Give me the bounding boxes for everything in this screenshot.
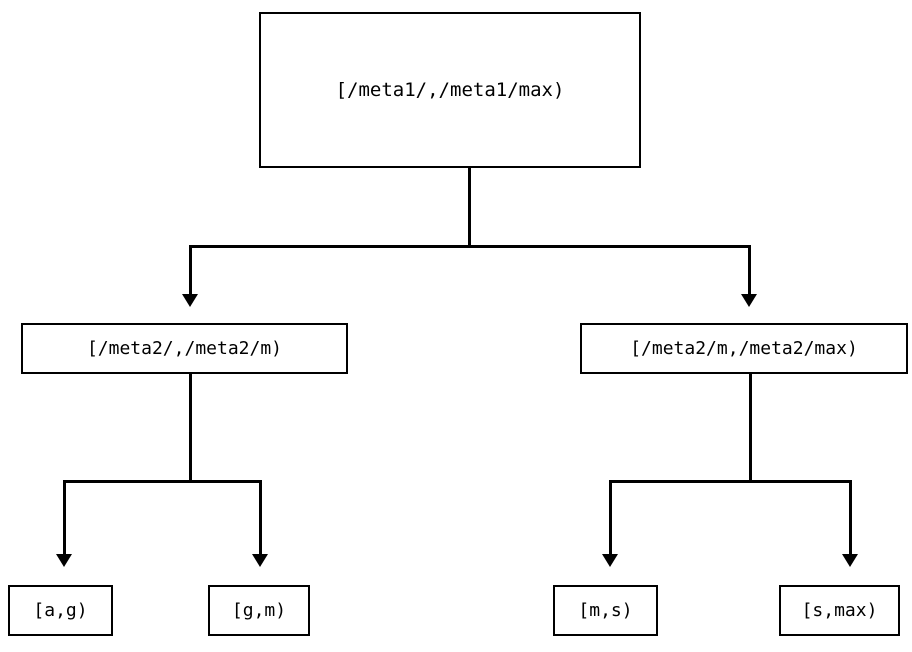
edge-root-trunk <box>468 168 471 248</box>
node-root-label: [/meta1/,/meta1/max) <box>335 78 565 101</box>
node-leaf-gm-label: [g,m) <box>231 599 287 621</box>
arrowhead-root-to-meta2-high <box>741 294 757 307</box>
edge-meta2-high-to-leaf-smax-drop <box>849 480 852 555</box>
arrowhead-root-to-meta2-low <box>182 294 198 307</box>
edge-meta2-high-trunk <box>749 374 752 483</box>
node-leaf-smax[interactable]: [s,max) <box>779 585 900 636</box>
edge-meta2-low-to-leaf-gm-drop <box>259 480 262 555</box>
edge-meta2-high-to-leaf-ms-drop <box>609 480 612 555</box>
node-leaf-ag-label: [a,g) <box>33 599 88 621</box>
edge-meta2-low-to-leaf-ag-drop <box>63 480 66 555</box>
node-leaf-ms[interactable]: [m,s) <box>553 585 658 636</box>
arrowhead-meta2-high-to-leaf-smax <box>842 554 858 567</box>
node-leaf-ag[interactable]: [a,g) <box>8 585 113 636</box>
node-meta2-low[interactable]: [/meta2/,/meta2/m) <box>21 323 348 374</box>
node-meta2-high-label: [/meta2/m,/meta2/max) <box>630 337 858 359</box>
edge-meta2-high-crossbar <box>609 480 852 483</box>
edge-meta2-low-crossbar <box>63 480 262 483</box>
node-leaf-gm[interactable]: [g,m) <box>208 585 310 636</box>
node-meta2-low-label: [/meta2/,/meta2/m) <box>86 337 283 359</box>
arrowhead-meta2-low-to-leaf-gm <box>252 554 268 567</box>
node-leaf-smax-label: [s,max) <box>801 599 878 621</box>
edge-root-to-meta2-low-drop <box>189 245 192 297</box>
edge-meta2-low-trunk <box>189 374 192 483</box>
node-root[interactable]: [/meta1/,/meta1/max) <box>259 12 641 168</box>
edge-root-crossbar <box>189 245 751 248</box>
node-meta2-high[interactable]: [/meta2/m,/meta2/max) <box>580 323 908 374</box>
node-leaf-ms-label: [m,s) <box>578 599 633 621</box>
arrowhead-meta2-high-to-leaf-ms <box>602 554 618 567</box>
arrowhead-meta2-low-to-leaf-ag <box>56 554 72 567</box>
edge-root-to-meta2-high-drop <box>748 245 751 297</box>
